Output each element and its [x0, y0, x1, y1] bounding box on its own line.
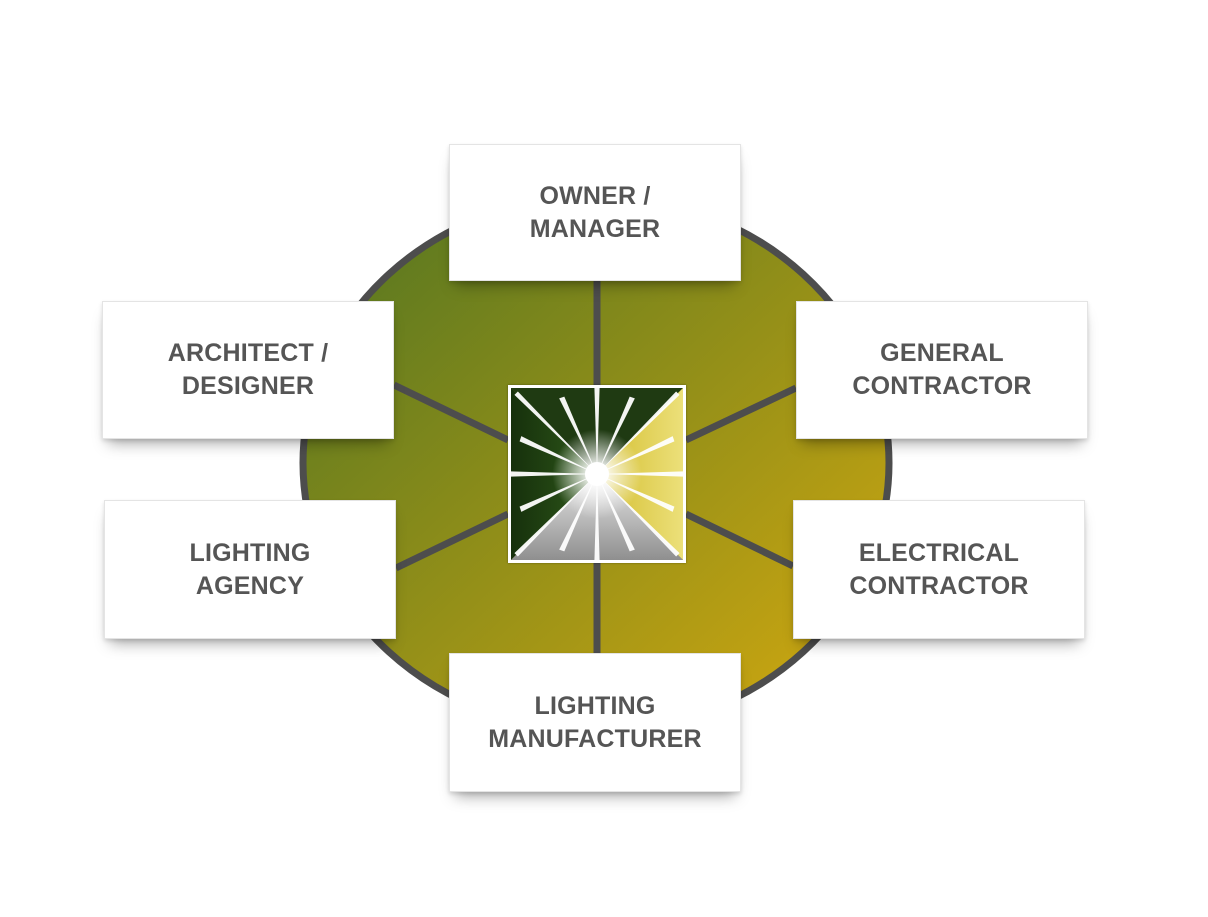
role-label-line2: CONTRACTOR — [849, 571, 1029, 600]
role-label-line1: ARCHITECT / — [167, 339, 329, 367]
role-label-line1: GENERAL — [880, 339, 1004, 367]
role-label-line2: CONTRACTOR — [852, 372, 1032, 400]
role-card-lighting-agency: LIGHTING AGENCY — [104, 500, 396, 639]
role-label-line1: LIGHTING — [534, 691, 656, 720]
spoke-upper-right — [684, 384, 798, 444]
role-card-lighting-manufacturer: LIGHTING MANUFACTURER — [449, 653, 741, 792]
spoke-upper-left — [392, 381, 510, 444]
spoke-lower-right — [684, 510, 795, 570]
role-card-general-contractor: GENERAL CONTRACTOR — [796, 301, 1088, 439]
role-label-line2: MANUFACTURER — [488, 724, 702, 753]
role-card-owner-manager: OWNER / MANAGER — [449, 144, 741, 281]
starburst-logo-icon — [508, 385, 686, 563]
role-label-line1: ELECTRICAL — [858, 538, 1020, 567]
role-card-electrical-contractor: ELECTRICAL CONTRACTOR — [793, 500, 1085, 639]
role-card-architect-designer: ARCHITECT / DESIGNER — [102, 301, 394, 439]
role-label-line2: DESIGNER — [181, 372, 315, 400]
role-label-line1: OWNER / — [539, 181, 651, 210]
role-label-line2: MANAGER — [529, 214, 661, 243]
role-label-line1: LIGHTING — [189, 538, 311, 567]
spoke-lower-left — [394, 510, 510, 572]
role-label-line2: AGENCY — [195, 571, 305, 600]
